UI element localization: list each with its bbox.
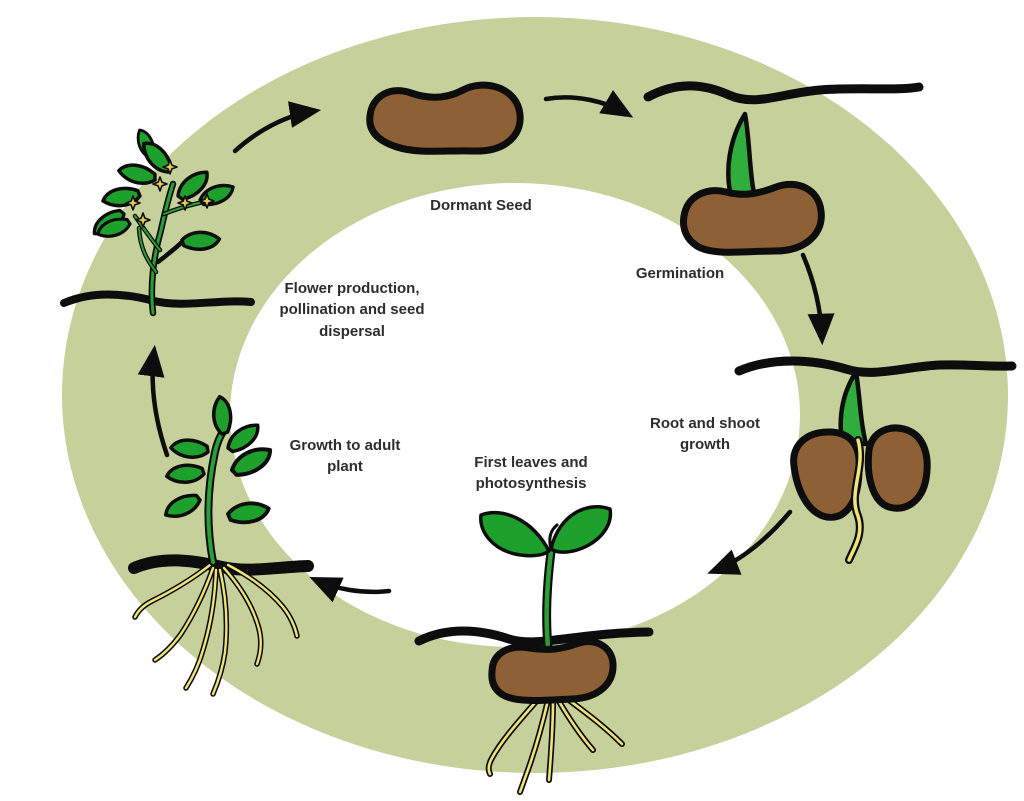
- seed-shape: [680, 180, 825, 256]
- stage-label-adult-plant: Growth to adult plant: [289, 437, 401, 476]
- dormant-seed-illustration: [366, 81, 524, 155]
- seed-lobe-right: [864, 424, 931, 512]
- root-shape-fill: [847, 438, 862, 562]
- arrow-germination-to-rootshoot: [800, 252, 835, 346]
- arrow-rootshoot-to-seedling: [707, 509, 793, 575]
- soil-line-germination: [643, 81, 924, 105]
- flowering-plant-leaves: [92, 128, 235, 251]
- stage-label-dormant-seed: Dormant Seed: [430, 197, 532, 214]
- flower-icons: [125, 159, 215, 228]
- arrow-adult-to-flower: [137, 344, 170, 458]
- stage-label-flower: Flower production, pollination and seed …: [279, 280, 425, 340]
- stage-label-germination: Germination: [635, 265, 725, 282]
- adult-plant-roots: [132, 562, 300, 697]
- cotyledon-left: [479, 510, 551, 558]
- root-and-shoot-illustration: [790, 369, 931, 564]
- arrow-seedling-to-adult: [309, 577, 392, 603]
- seedling-illustration: [479, 504, 625, 795]
- soil-line-root-shoot: [734, 356, 1017, 377]
- cotyledon-right: [549, 504, 613, 554]
- seed-shape: [488, 638, 617, 704]
- flowering-plant-illustration: [92, 128, 235, 317]
- stage-label-root-shoot: Root and shoot growth: [650, 415, 760, 454]
- soil-line-seedling: [414, 626, 654, 647]
- germination-illustration: [680, 111, 825, 256]
- arrow-seed-to-germination: [543, 90, 634, 118]
- adult-plant-illustration: [132, 394, 300, 697]
- seed-shape: [366, 81, 524, 155]
- arrow-flower-to-seed: [232, 101, 322, 154]
- sprout-icon: [726, 111, 759, 207]
- stage-label-first-leaves: First leaves and photosynthesis: [474, 454, 588, 493]
- adult-plant-leaves: [163, 394, 273, 525]
- shoot-shape: [838, 369, 869, 447]
